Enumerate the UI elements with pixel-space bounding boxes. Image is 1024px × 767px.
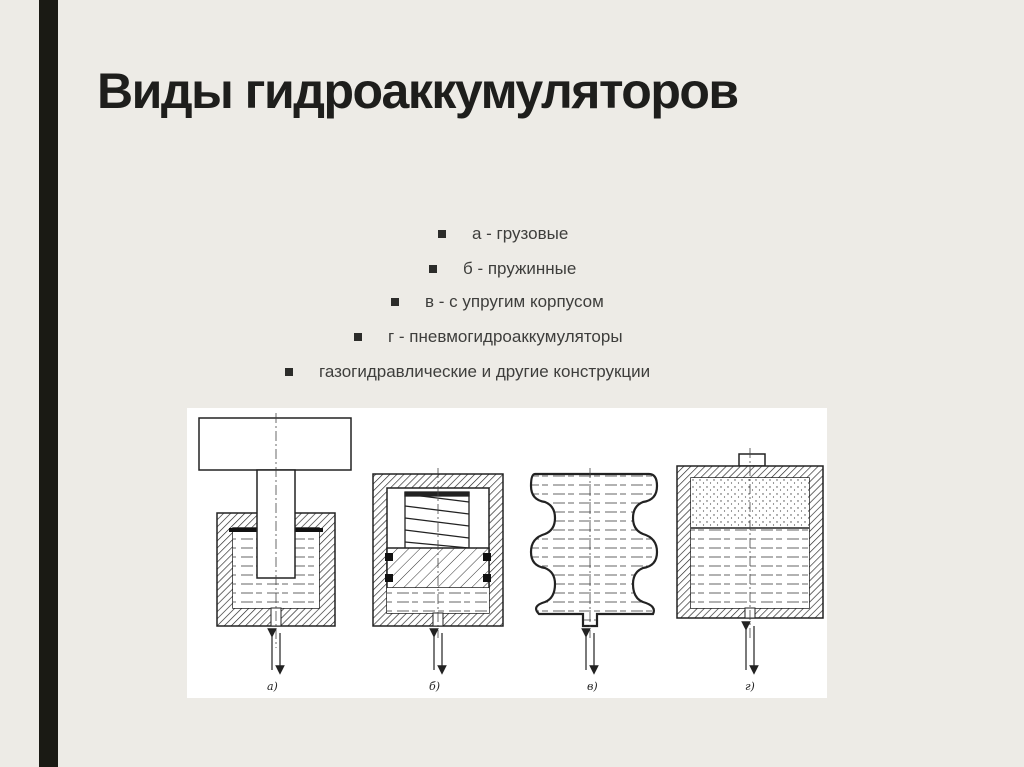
seal [483, 574, 491, 582]
bullet-item: газогидравлические и другие конструкции [285, 362, 650, 382]
bullet-text: б - пружинные [463, 259, 577, 278]
accumulator-diagram: а) б) в) [187, 408, 827, 698]
square-bullet-icon [285, 368, 293, 376]
caption-v: в) [587, 680, 598, 693]
square-bullet-icon [354, 333, 362, 341]
square-bullet-icon [391, 298, 399, 306]
bullet-text: а - грузовые [472, 224, 569, 243]
bullet-text: газогидравлические и другие конструкции [319, 362, 651, 381]
caption-a: а) [267, 680, 278, 693]
spring [404, 491, 470, 549]
square-bullet-icon [429, 265, 437, 273]
slide-title: Виды гидроаккумуляторов [97, 63, 739, 119]
weight-accumulator: а) [198, 413, 352, 693]
bellows-body [529, 472, 659, 628]
bullet-list: а - грузовые б - пружинные в - с упругим… [285, 224, 650, 382]
weight-block [198, 417, 352, 471]
square-bullet-icon [438, 230, 446, 238]
bullet-item: б - пружинные [429, 259, 576, 279]
accent-bar [39, 0, 58, 767]
charging-valve [738, 453, 766, 467]
bullet-item: а - грузовые [438, 224, 568, 244]
seal [483, 553, 491, 561]
pneumohydraulic-accumulator: г) [676, 448, 824, 693]
caption-b: б) [429, 680, 440, 693]
seal [385, 553, 393, 561]
seal [385, 574, 393, 582]
bullet-item: г - пневмогидроаккумуляторы [354, 327, 623, 347]
bullet-text: г - пневмогидроаккумуляторы [388, 327, 623, 346]
caption-g: г) [745, 680, 755, 693]
spring-accumulator: б) [372, 468, 504, 693]
bellows-accumulator: в) [529, 468, 659, 693]
bullet-item: в - с упругим корпусом [391, 292, 604, 312]
bullet-text: в - с упругим корпусом [425, 292, 604, 311]
